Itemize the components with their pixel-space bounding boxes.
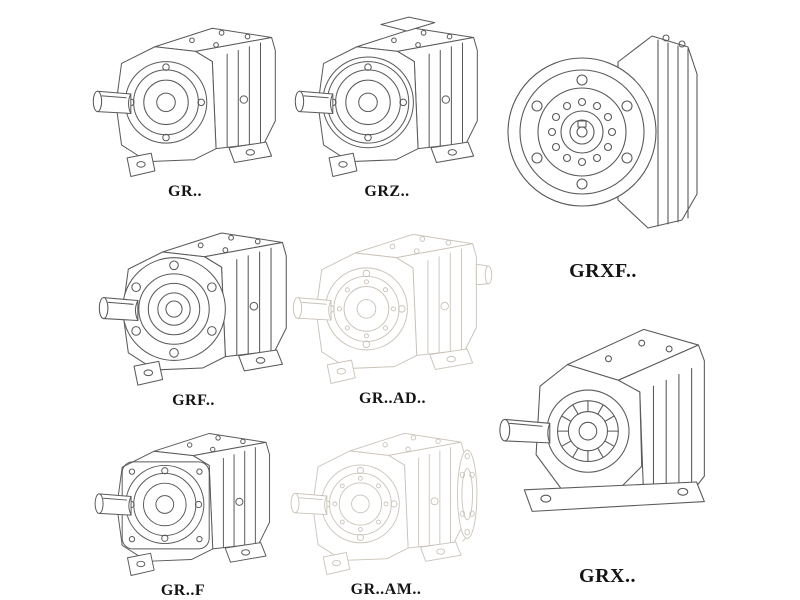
gear-unit-drawing-gr-am [290, 432, 478, 576]
figure-label-gr-am: GR..AM.. [350, 581, 422, 598]
gear-unit-drawing-grf [98, 232, 287, 386]
figure-grxf: GRXF.. [498, 2, 708, 281]
figure-label-gr-f: GR..F [160, 582, 206, 599]
gear-unit-drawing-gr-f [94, 432, 271, 577]
figure-gr: GR.. [90, 6, 280, 200]
figure-label-gr-ad: GR..AD.. [358, 390, 427, 407]
figure-label-grxf: GRXF.. [569, 260, 637, 282]
figure-label-grx: GRX.. [579, 565, 636, 587]
figure-gr-ad: GR..AD.. [290, 212, 495, 407]
figure-grx: GRX.. [495, 300, 720, 586]
figure-grz: GRZ.. [292, 6, 482, 200]
gear-unit-drawing-grz [294, 16, 478, 177]
gear-unit-drawing-grx [499, 328, 705, 512]
figure-label-gr: GR.. [168, 183, 202, 200]
figure-gr-am: GR..AM.. [288, 412, 484, 598]
figure-gr-f: GR..F [92, 412, 274, 599]
gear-unit-drawing-gr [92, 27, 276, 177]
figure-label-grz: GRZ.. [364, 183, 410, 200]
gear-unit-drawing-gr-ad [292, 233, 493, 384]
figure-grf: GRF.. [96, 210, 291, 409]
figure-label-grf: GRF.. [172, 392, 215, 409]
gear-unit-drawing-grxf [507, 34, 698, 229]
